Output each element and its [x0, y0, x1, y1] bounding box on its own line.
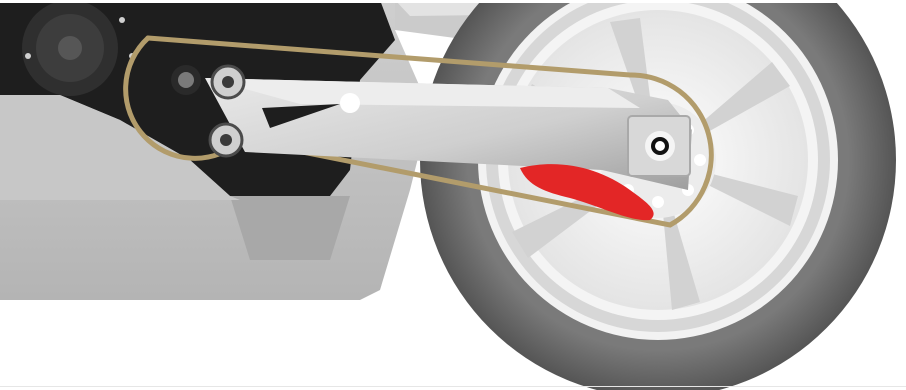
pivot-bolt-icon: [340, 93, 360, 113]
bottom-divider: [0, 386, 906, 387]
rear-wheel: [420, 0, 896, 390]
